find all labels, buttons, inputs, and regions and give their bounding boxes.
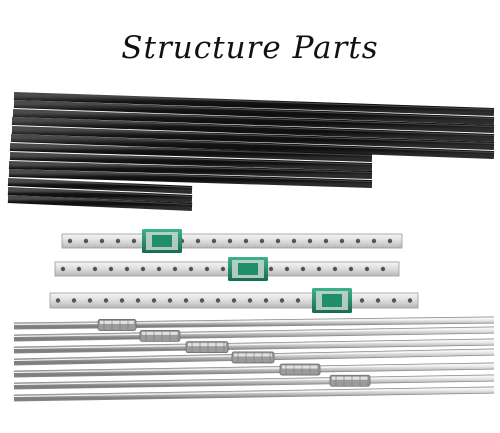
rod-group xyxy=(13,316,495,402)
aluminum-extrusion xyxy=(9,143,373,162)
linear-bearing xyxy=(329,374,371,387)
page-title: Structure Parts xyxy=(121,30,379,66)
aluminum-extrusion xyxy=(9,152,373,171)
linear-bearing xyxy=(97,319,137,331)
aluminum-extrusion xyxy=(10,134,495,159)
aluminum-extrusion xyxy=(7,195,193,211)
smooth-rod xyxy=(13,326,495,342)
linear-carriage xyxy=(312,288,352,313)
smooth-rod xyxy=(13,386,495,402)
smooth-rod xyxy=(13,374,495,390)
linear-rail xyxy=(49,288,419,313)
aluminum-extrusion xyxy=(7,187,193,203)
linear-carriage xyxy=(142,229,182,253)
aluminum-extrusion xyxy=(7,178,193,194)
aluminum-extrusion xyxy=(8,169,373,188)
linear-bearing xyxy=(139,329,181,342)
smooth-rod xyxy=(13,316,495,330)
linear-carriage xyxy=(228,257,268,281)
aluminum-extrusion xyxy=(13,92,495,116)
rail-group xyxy=(49,229,419,313)
extrusion-group xyxy=(7,92,495,211)
aluminum-extrusion xyxy=(11,126,495,150)
linear-rail xyxy=(61,229,403,253)
linear-bearing xyxy=(231,351,275,364)
smooth-rod xyxy=(13,362,495,378)
aluminum-extrusion xyxy=(12,109,495,133)
aluminum-extrusion xyxy=(8,161,373,179)
linear-rail xyxy=(54,257,400,281)
aluminum-extrusion xyxy=(11,117,495,142)
smooth-rod xyxy=(13,338,495,354)
linear-bearing xyxy=(279,363,321,376)
linear-bearing xyxy=(185,341,229,354)
aluminum-extrusion xyxy=(13,100,495,125)
